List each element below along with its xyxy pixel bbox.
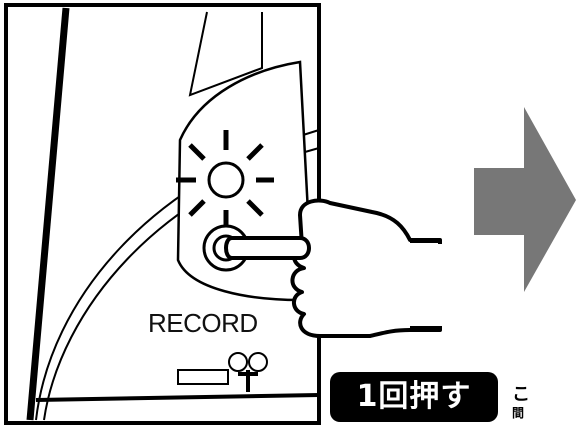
led-light-icon xyxy=(207,161,245,199)
device-flap xyxy=(188,11,263,97)
slot-icon xyxy=(177,369,229,385)
headphone-jack-icon xyxy=(228,352,248,372)
press-once-badge: 1回押す xyxy=(330,372,498,422)
device-bottom-line xyxy=(35,393,320,402)
record-label: RECORD xyxy=(148,308,258,338)
caption-line-1: こ xyxy=(512,384,530,405)
device-edge-line xyxy=(26,7,70,421)
headphone-connector-icon xyxy=(246,370,250,392)
headphone-jack-icon-2 xyxy=(248,352,268,372)
pressing-hand-icon xyxy=(224,198,442,338)
next-step-arrow-icon xyxy=(474,107,576,292)
caption-line-2: 間 xyxy=(512,406,525,420)
caption-fragment: こ 間 xyxy=(512,384,576,424)
